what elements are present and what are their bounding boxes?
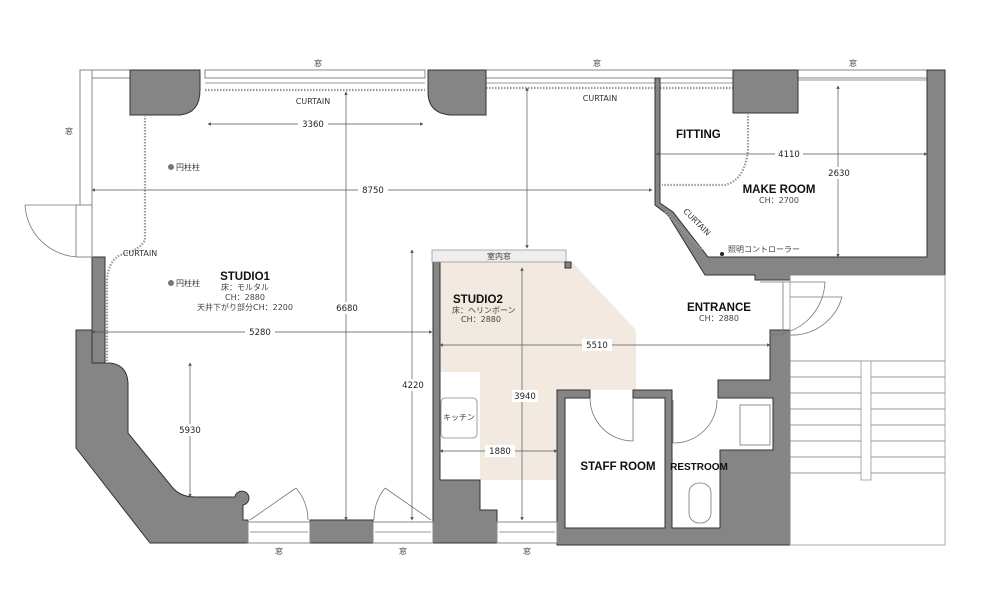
dimension-labels: 3360 8750 5280 6680 5930 4220 5510 3940 … — [176, 118, 854, 457]
studio1-name: STUDIO1 — [220, 271, 270, 283]
fitting-name: FITTING — [676, 129, 721, 141]
window-label: 窓 — [275, 546, 283, 556]
studio1-lowered-ch: 天井下がり部分CH：2200 — [197, 302, 293, 312]
sink-icon — [739, 404, 771, 446]
staff-door — [589, 397, 634, 442]
pillar-label: 円柱柱 — [176, 162, 200, 172]
studio1-floor: 床：モルタル — [221, 282, 269, 292]
interior-window — [431, 249, 567, 263]
window-label: 窓 — [314, 58, 322, 68]
studio1-curtain — [105, 115, 147, 363]
make-room-ch: CH：2700 — [759, 196, 799, 205]
restroom-name: RESTROOM — [670, 462, 728, 473]
studio2-floor: 床：ヘリンボーン — [452, 305, 516, 315]
curtain-label: CURTAIN — [583, 94, 618, 103]
window-label: 窓 — [849, 58, 857, 68]
window-labels: 窓 窓 窓 窓 窓 窓 窓 室内窓 — [65, 58, 857, 556]
restroom-door — [672, 399, 718, 444]
pillar-label: 円柱柱 — [176, 278, 200, 288]
pillar-icon — [168, 280, 174, 286]
top-curtain — [205, 86, 733, 92]
dim-4110: 4110 — [778, 150, 800, 160]
dim-3940: 3940 — [514, 392, 536, 402]
dim-8750: 8750 — [362, 186, 384, 196]
studio2-floor — [440, 262, 636, 480]
lighting-controller-label: 照明コントローラー — [728, 245, 800, 254]
studio2-ch: CH：2880 — [461, 315, 501, 324]
dim-5930: 5930 — [179, 426, 201, 436]
studio2-name: STUDIO2 — [453, 294, 503, 306]
window-label: 窓 — [399, 546, 407, 556]
dim-5510: 5510 — [586, 341, 608, 351]
dim-3360: 3360 — [302, 120, 324, 130]
curtain-label: CURTAIN — [123, 249, 158, 258]
studio1-ch: CH：2880 — [225, 293, 265, 302]
curtain-label: CURTAIN — [296, 97, 331, 106]
lighting-controller-icon — [720, 252, 724, 256]
staff-room-name: STAFF ROOM — [580, 461, 655, 473]
entrance-name: ENTRANCE — [687, 302, 751, 314]
entrance-ch: CH：2880 — [699, 314, 739, 323]
dim-4220: 4220 — [402, 381, 424, 391]
toilet-icon — [688, 482, 712, 524]
dim-1880: 1880 — [489, 447, 511, 457]
interior-window-label: 室内窓 — [487, 251, 511, 261]
dim-6680: 6680 — [336, 304, 358, 314]
bottom-windows — [247, 487, 558, 544]
staircase — [789, 274, 946, 546]
window-label: 窓 — [593, 58, 601, 68]
walls — [75, 69, 946, 546]
window-label: 窓 — [523, 546, 531, 556]
dim-2630: 2630 — [828, 169, 850, 179]
pillar-icon — [168, 164, 174, 170]
kitchen-label: キッチン — [443, 413, 475, 422]
left-door — [24, 204, 81, 258]
fitting-curtain — [662, 113, 750, 187]
window-label: 窓 — [65, 126, 73, 136]
make-room-name: MAKE ROOM — [743, 184, 816, 196]
dim-5280: 5280 — [249, 328, 271, 338]
top-windows — [79, 69, 928, 206]
entrance-door — [760, 281, 826, 336]
kitchen-sink-icon — [440, 397, 478, 439]
